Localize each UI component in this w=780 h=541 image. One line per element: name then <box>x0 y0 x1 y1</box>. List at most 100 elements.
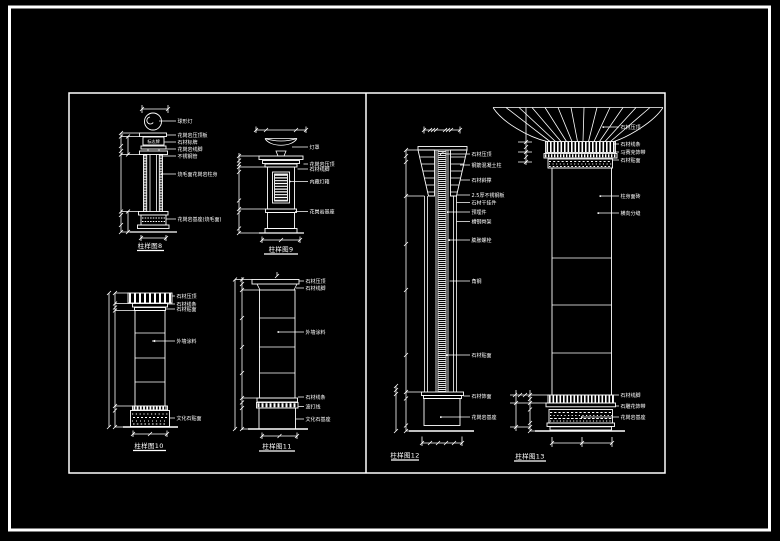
mosaic-band <box>547 158 613 169</box>
annotation: 钢筋混凝土柱 <box>472 162 502 169</box>
annotation: 2.5厚不锈钢板 <box>472 192 505 199</box>
annotation: 文化石贴面 <box>177 415 202 422</box>
base <box>130 211 177 233</box>
dimension-left <box>393 147 425 434</box>
drawing-title: 柱样图12 <box>390 451 419 460</box>
pedestal <box>259 208 304 234</box>
bowl-finial <box>264 138 298 157</box>
top-tick <box>274 272 280 279</box>
annotation: 马赛克饰带 <box>621 149 646 156</box>
annotation: 石雕花饰带 <box>621 403 646 410</box>
annotation: 角钢 <box>472 278 482 285</box>
dentil-cap <box>127 292 173 304</box>
annotation: 花岗岩压顶 <box>310 161 335 168</box>
base-band <box>132 405 168 411</box>
cap-plate <box>251 279 300 285</box>
annotation: 石材干挂件 <box>472 199 497 206</box>
annotation: 横向分缝 <box>621 210 641 217</box>
dimension-left <box>232 277 260 432</box>
leader-lines <box>289 146 308 212</box>
annotation: 石材线条 <box>621 141 641 148</box>
annotation: 石材压顶 <box>472 151 492 158</box>
annotation: 花岗岩基座 <box>310 208 335 215</box>
dimension-bottom <box>130 430 170 437</box>
dimension-left <box>118 130 144 235</box>
annotation: 石材线脚 <box>621 392 641 399</box>
dimension-bottom <box>259 236 303 243</box>
annotation: 波打线 <box>306 403 321 410</box>
molding-plate <box>140 145 167 150</box>
shaft <box>551 167 612 396</box>
dimension-bottom <box>138 235 169 241</box>
dimension-top <box>421 126 463 134</box>
dimension-bottom <box>419 436 465 446</box>
sphere-detail <box>146 116 154 125</box>
annotation: 不锈钢管 <box>178 153 198 160</box>
annotation: 外墙涂料 <box>177 338 197 345</box>
annotation: 膨胀螺栓 <box>472 237 492 244</box>
dimension-capital-left <box>518 107 532 165</box>
annotation: 预埋件 <box>472 209 487 216</box>
dimension-top <box>253 126 309 133</box>
dimension-base-left <box>510 390 548 434</box>
annotation: 柱身面砖 <box>621 193 641 200</box>
annotation: 石材线条 <box>177 301 197 308</box>
stone-base <box>130 410 170 427</box>
annotation: 石材压顶 <box>306 278 326 285</box>
base-block <box>258 407 296 430</box>
dimension-bottom <box>259 432 300 439</box>
outer-border <box>8 5 771 532</box>
annotation: 花岗岩压顶板 <box>178 132 208 139</box>
annotation: 球形灯 <box>178 118 193 125</box>
annotation: 烧毛面花岗岩柱身 <box>178 171 218 178</box>
shaft <box>259 289 296 399</box>
bead-band <box>543 153 618 159</box>
annotation: 花岗岩线脚 <box>178 146 203 153</box>
base <box>535 394 625 432</box>
base <box>409 391 474 432</box>
annotation: 花岗岩基座(烧毛面) <box>178 216 222 223</box>
annotation: 石材线条 <box>306 394 326 401</box>
fan-capital <box>492 107 664 142</box>
sphere-finial <box>144 112 162 131</box>
leader-lines <box>581 126 619 418</box>
drawing-title: 柱样图8 <box>138 241 163 250</box>
leader-lines <box>152 295 175 419</box>
annotation: 花岗岩基座 <box>621 414 646 421</box>
leader-lines <box>440 153 470 418</box>
dimension-top <box>139 105 171 113</box>
dimension-left <box>236 153 268 236</box>
cap-plate <box>139 132 167 137</box>
annotation: 石材标牌 <box>178 139 198 146</box>
annotation: 文化石基座 <box>306 416 331 423</box>
drawing-column-11: 石材压顶 石材线脚 外墙涂料 石材线条 波打线 文化石基座 柱样图11 <box>232 272 331 452</box>
annotation: 石材贴面 <box>177 306 197 313</box>
leader-lines <box>159 120 176 220</box>
cap-plate <box>417 146 468 151</box>
drawing-column-10: 石材压顶 石材线条 石材贴面 外墙涂料 文化石贴面 柱样图10 <box>106 290 202 452</box>
annotation: 石材线脚 <box>306 285 326 292</box>
annotation: 石材贴面 <box>472 352 492 359</box>
sign-block <box>142 136 165 146</box>
sign-text: 标志牌 <box>147 138 160 145</box>
drawing-title: 柱样图10 <box>134 441 163 450</box>
dentil-band <box>545 141 616 153</box>
drawing-column-13: 石材压顶 石材线条 马赛克饰带 石材贴面 柱身面砖 横向分缝 石材线脚 石雕花饰… <box>492 107 664 462</box>
inner-drawing-frame <box>68 92 666 474</box>
lantern-panel <box>272 171 290 204</box>
drawing-title: 柱样图11 <box>262 442 291 451</box>
dimension-bottom <box>549 437 615 447</box>
annotation: 外墙涂料 <box>306 329 326 336</box>
cap-plate-2 <box>134 307 166 311</box>
molding-plate-2 <box>139 150 168 155</box>
dimension-left <box>106 290 135 430</box>
core-shaft <box>424 150 457 392</box>
annotation: 石材斜撑 <box>472 177 492 184</box>
drawing-column-8: 标志牌 球形灯 花岗岩压顶板 石材标牌 花岗岩线脚 不锈钢管 烧毛面花岗岩柱身 … <box>118 105 222 252</box>
drawing-title: 柱样图9 <box>269 245 294 254</box>
shaft <box>134 310 166 407</box>
annotation: 灯罩 <box>310 144 320 151</box>
cap-neck <box>256 283 298 291</box>
annotation: 石材贴面 <box>621 157 641 164</box>
